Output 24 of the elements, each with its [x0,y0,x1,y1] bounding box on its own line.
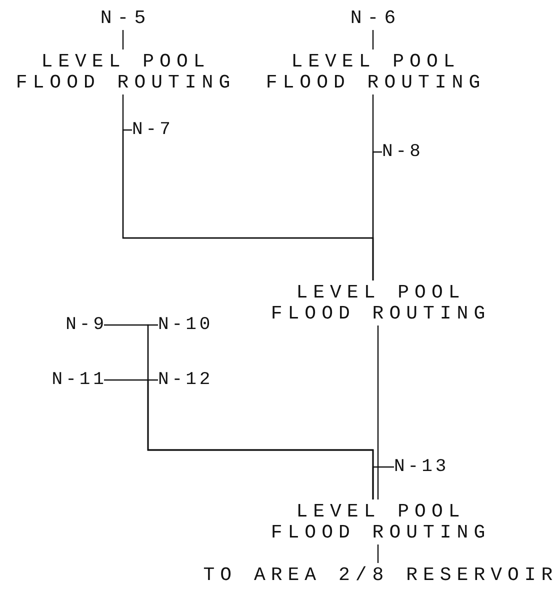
node-label: N-13 [394,457,450,477]
connector-line [377,544,379,563]
process-name: FLOOD ROUTING [270,522,491,542]
connector-line [372,466,394,500]
node-label: N-12 [158,370,214,390]
node-label: N-7 [132,120,174,140]
connector-line [372,30,374,50]
process-type: LEVEL POOL [296,282,466,302]
process-type: LEVEL POOL [41,52,210,72]
node-label: N-8 [382,142,424,162]
process-type: LEVEL POOL [291,52,460,72]
process-name: FLOOD ROUTING [270,304,491,324]
connector-line [377,326,379,500]
node-label: TO AREA 2/8 RESERVOIR [203,565,555,585]
connector-line [122,30,124,50]
process-name: FLOOD ROUTING [266,72,486,92]
process-name: FLOOD ROUTING [16,72,236,92]
node-label: N-6 [350,8,402,28]
process-type: LEVEL POOL [296,502,466,522]
node-label: N-11 [52,370,107,390]
connector-line [372,151,382,280]
node-label: N-9 [66,315,107,335]
node-label: N-5 [100,8,152,28]
node-label: N-10 [158,315,214,335]
